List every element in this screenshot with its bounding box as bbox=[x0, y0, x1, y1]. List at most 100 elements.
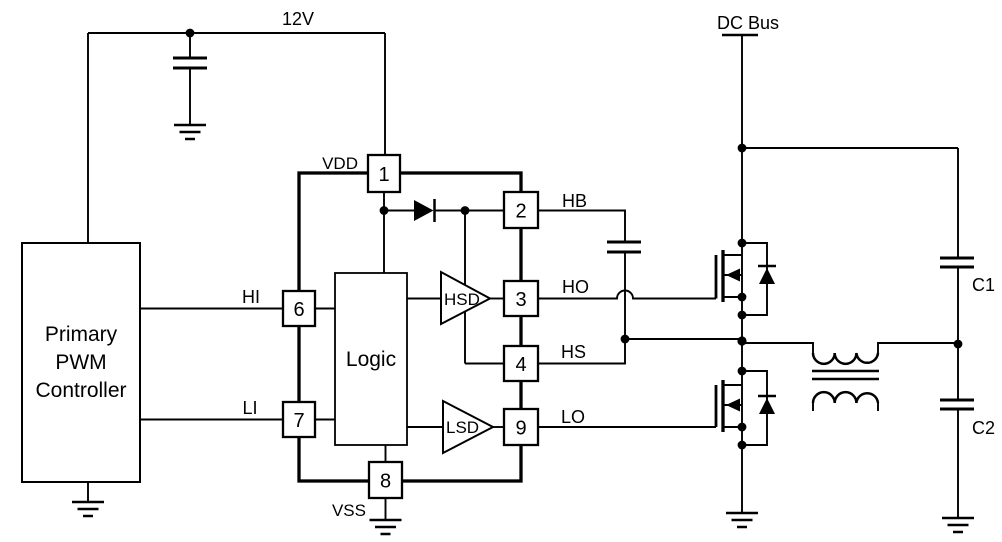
pin-number-4: 4 bbox=[515, 354, 526, 376]
ground-symbol-c2 bbox=[942, 516, 974, 534]
ic-pins: 1 2 3 4 6 7 8 9 bbox=[281, 153, 540, 500]
c2-label: C2 bbox=[972, 418, 995, 438]
pin-number-9: 9 bbox=[515, 418, 526, 440]
secondary-winding-icon bbox=[811, 390, 880, 404]
ground-icon bbox=[174, 123, 206, 141]
logic-box bbox=[334, 272, 408, 446]
ground-symbol-supply bbox=[174, 123, 206, 141]
pin-label-hb: HB bbox=[562, 191, 587, 211]
logic-label: Logic bbox=[346, 348, 396, 371]
logic-block: Logic bbox=[334, 272, 408, 446]
pin-box-6 bbox=[281, 289, 317, 328]
input-wires: HI LI bbox=[140, 287, 283, 421]
pin-label-hs: HS bbox=[561, 342, 586, 362]
junction-dot bbox=[620, 334, 630, 344]
pin-number-1: 1 bbox=[378, 164, 389, 186]
bootstrap-diode bbox=[384, 199, 504, 222]
gate-driver-ic: Logic HSD LSD 1 2 3 4 6 bbox=[281, 153, 540, 520]
pin-number-8: 8 bbox=[380, 471, 391, 493]
bootstrap-capacitor bbox=[607, 240, 641, 339]
capacitor-c1: C1 bbox=[940, 148, 995, 344]
pwm-controller-block: Primary PWM Controller bbox=[21, 242, 141, 502]
ground-icon bbox=[942, 516, 974, 534]
pin-box-7 bbox=[281, 400, 317, 439]
pin-box-8 bbox=[367, 460, 404, 500]
low-side-mosfet bbox=[714, 370, 776, 446]
supply-rail-12v bbox=[87, 32, 386, 243]
junction-dot bbox=[737, 238, 747, 248]
lsd-triangle-icon bbox=[442, 399, 496, 455]
pin-label-ho: HO bbox=[562, 277, 589, 297]
body-diode-icon bbox=[759, 268, 775, 284]
ground-symbol-controller bbox=[72, 500, 104, 518]
junction-dot bbox=[460, 206, 470, 215]
dc-bus-label: DC Bus bbox=[717, 13, 779, 33]
junction-dot bbox=[737, 336, 747, 346]
pwm-controller-label-line2: PWM bbox=[55, 351, 106, 374]
pin-number-7: 7 bbox=[293, 410, 304, 432]
ground-icon bbox=[72, 500, 104, 518]
dc-bus: DC Bus bbox=[717, 13, 958, 513]
junction-dot bbox=[953, 339, 963, 349]
junction-dot bbox=[737, 366, 747, 376]
pin-label-vdd: VDD bbox=[322, 154, 358, 173]
ground-icon bbox=[369, 518, 402, 536]
capacitor-icon bbox=[173, 56, 207, 70]
hs-wire bbox=[538, 339, 626, 365]
capacitor-icon bbox=[940, 398, 974, 411]
body-diode-icon bbox=[759, 398, 775, 414]
primary-left-lead bbox=[742, 342, 814, 353]
primary-winding-icon bbox=[811, 352, 880, 366]
diode-icon bbox=[414, 200, 434, 221]
output-wires: HB HO HS LO bbox=[538, 191, 742, 428]
pin-box-2 bbox=[502, 190, 540, 230]
junction-dot bbox=[737, 292, 747, 302]
low-side-body-diode bbox=[742, 370, 776, 446]
capacitor-c2: C2 bbox=[940, 344, 995, 518]
pin-number-3: 3 bbox=[515, 289, 526, 311]
ho-wire bbox=[538, 289, 716, 300]
mosfet-body-arrow-icon bbox=[726, 268, 740, 282]
pin-number-2: 2 bbox=[515, 201, 526, 223]
decoupling-capacitor bbox=[173, 33, 207, 125]
junction-dot bbox=[185, 28, 195, 38]
junction-dot bbox=[737, 422, 747, 432]
junction-dot bbox=[737, 143, 747, 153]
capacitor-icon bbox=[940, 256, 974, 269]
high-side-mosfet bbox=[714, 242, 776, 316]
pin-box-1 bbox=[366, 153, 402, 194]
hb-wire bbox=[538, 209, 626, 242]
junction-dot bbox=[379, 206, 389, 215]
pin-box-4 bbox=[502, 344, 540, 383]
pin-label-li: LI bbox=[242, 398, 257, 418]
capacitor-icon bbox=[607, 240, 641, 254]
junction-dots bbox=[185, 28, 963, 450]
ground-icon bbox=[726, 511, 758, 529]
pin-label-lo: LO bbox=[561, 407, 585, 427]
mosfet-body-arrow-icon bbox=[726, 398, 740, 412]
transformer bbox=[742, 342, 958, 411]
ground-symbol-vss bbox=[369, 518, 402, 536]
supply-label: 12V bbox=[282, 9, 314, 29]
junction-dot bbox=[737, 310, 747, 320]
pwm-controller-box bbox=[21, 242, 141, 483]
secondary-leads bbox=[812, 403, 879, 411]
junction-dot bbox=[737, 440, 747, 450]
pin-number-6: 6 bbox=[293, 299, 304, 321]
high-side-body-diode bbox=[742, 242, 776, 316]
pin-label-hi: HI bbox=[242, 287, 260, 307]
lsd-label: LSD bbox=[446, 418, 479, 437]
low-side-driver: LSD bbox=[407, 399, 504, 455]
ground-symbol-mosfet bbox=[726, 511, 758, 529]
primary-right-lead bbox=[877, 342, 958, 353]
high-side-driver: HSD bbox=[407, 270, 504, 326]
pin-box-3 bbox=[502, 279, 540, 318]
transformer-core-icon bbox=[812, 369, 879, 381]
ic-outline bbox=[297, 171, 523, 483]
c1-label: C1 bbox=[972, 275, 995, 295]
pwm-controller-label-line3: Controller bbox=[35, 379, 126, 402]
pwm-controller-label-line1: Primary bbox=[45, 323, 118, 346]
hsd-triangle-icon bbox=[440, 270, 493, 326]
